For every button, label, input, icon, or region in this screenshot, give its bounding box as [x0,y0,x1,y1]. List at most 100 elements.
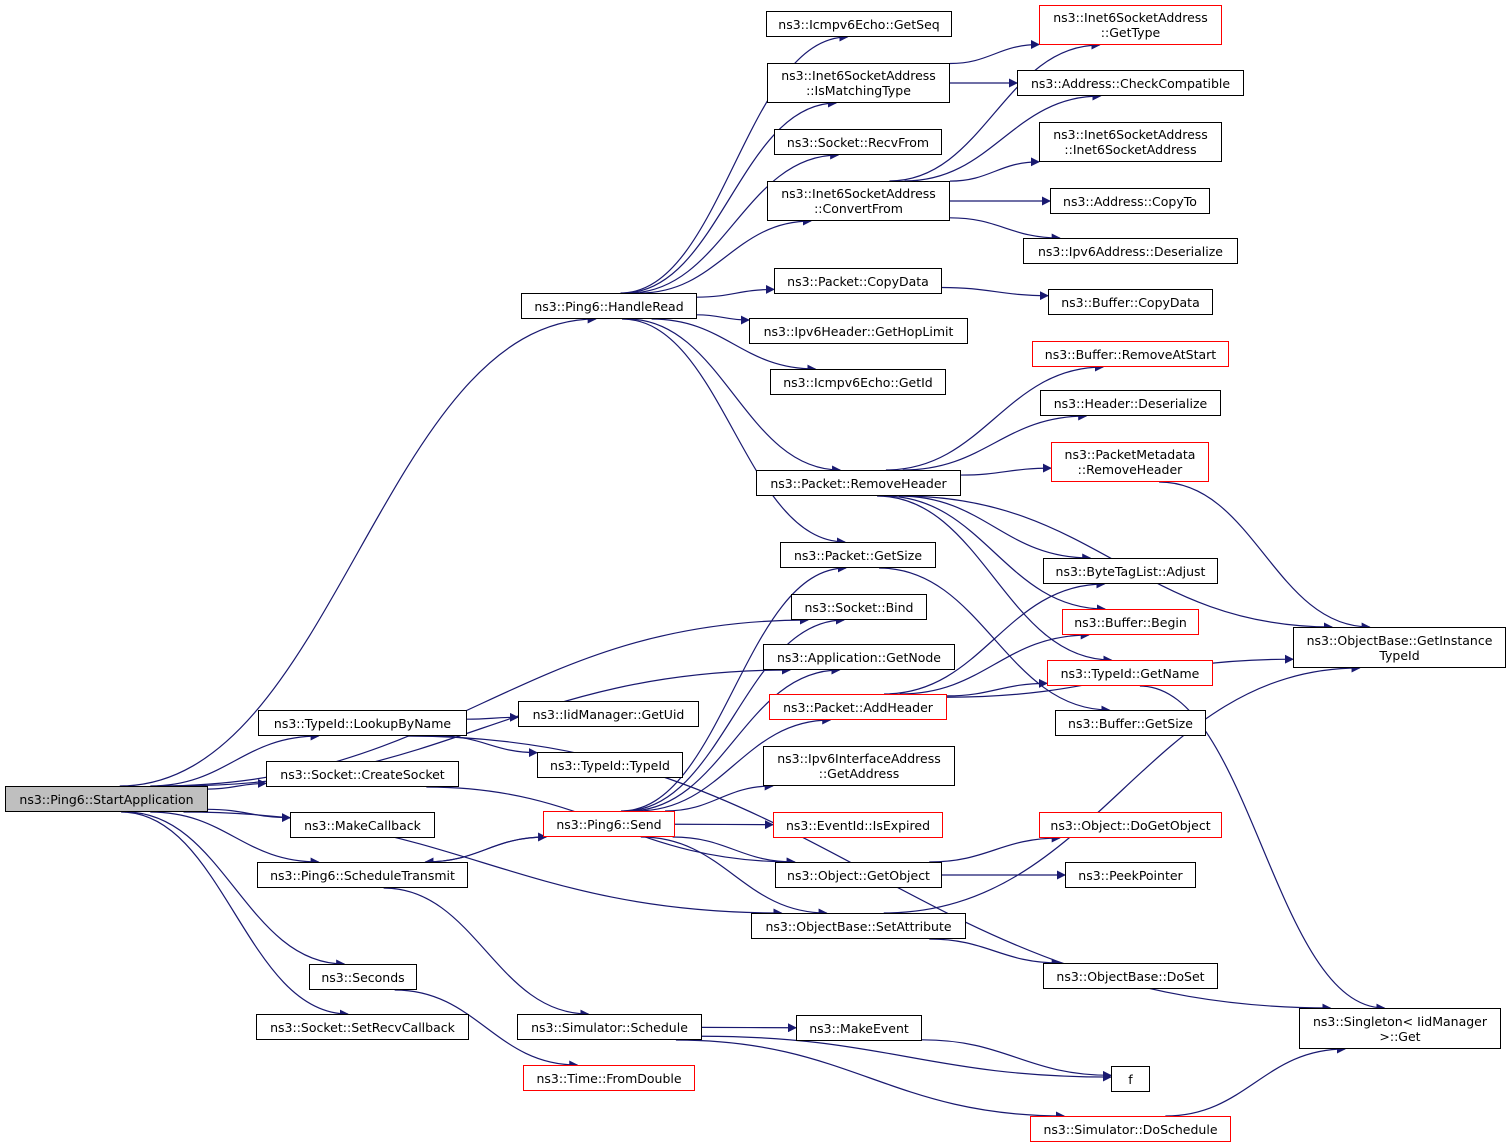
edge-handleread-to-getid [651,318,817,374]
node-fromdouble[interactable]: ns3::Time::FromDouble [523,1065,695,1091]
edge-handleread-to-ismatching [623,98,838,294]
edge-start-to-handleread [119,314,597,787]
node-removeatstart[interactable]: ns3::Buffer::RemoveAtStart [1032,341,1229,367]
node-doset[interactable]: ns3::ObjectBase::DoSet [1043,963,1218,989]
edge-ismatching-to-gettype [949,40,1040,65]
node-makeevent[interactable]: ns3::MakeEvent [796,1015,922,1041]
edge-send-to-getobject [672,836,796,867]
node-schedule[interactable]: ns3::Simulator::Schedule [517,1014,702,1040]
node-scheduletransmit[interactable]: ns3::Ping6::ScheduleTransmit [257,862,468,888]
edge-send-to-scheduletransmit [424,836,547,867]
node-bind[interactable]: ns3::Socket::Bind [791,594,927,620]
edge-handleread-to-removeheader [627,318,842,475]
edge-start-to-setrecvcallback [121,811,349,1019]
node-send[interactable]: ns3::Ping6::Send [543,811,675,837]
edge-start-to-lookupbyname [150,731,320,787]
node-setattribute[interactable]: ns3::ObjectBase::SetAttribute [751,913,966,939]
edge-typeidgetname-to-singletonget [1139,685,1386,1013]
node-lookupbyname[interactable]: ns3::TypeId::LookupByName [258,710,467,736]
node-copydata[interactable]: ns3::Packet::CopyData [774,268,942,294]
edge-seconds-to-fromdouble [394,989,579,1070]
edge-convertfrom-to-ipv6deser [949,217,1061,243]
edge-lookupbyname-to-getuid [466,712,519,722]
edge-removeheader-to-typeidgetname [877,495,1113,665]
edge-handleread-to-gethoplimit [696,314,750,325]
edge-handleread-to-convertfrom [639,216,812,294]
node-getuid[interactable]: ns3::IidManager::GetUid [518,701,699,727]
node-getinstancetypeid[interactable]: ns3::ObjectBase::GetInstance TypeId [1293,627,1506,668]
node-headerdeser[interactable]: ns3::Header::Deserialize [1040,390,1221,416]
edge-send-to-ipv6ifaddr [665,781,774,812]
edge-removeheader-to-pmremoveheader [960,463,1052,476]
node-addheader[interactable]: ns3::Packet::AddHeader [769,694,947,720]
node-seconds[interactable]: ns3::Seconds [309,964,417,990]
edge-handleread-to-copydata [696,284,775,298]
edge-scheduletransmit-to-schedule [383,887,590,1019]
edge-convertfrom-to-checkcompat [904,91,1102,182]
edge-start-to-createsocket [207,778,267,790]
node-handleread[interactable]: ns3::Ping6::HandleRead [521,293,697,319]
node-bufferbegin[interactable]: ns3::Buffer::Begin [1062,609,1199,635]
edge-addheader-to-bufferbegin [899,630,1090,695]
edge-start-to-bind [157,615,809,787]
edge-send-to-addheader [636,715,832,812]
node-ismatching[interactable]: ns3::Inet6SocketAddress ::IsMatchingType [767,63,950,103]
edge-start-to-setattribute [183,811,783,918]
edge-handleread-to-getsize [621,318,846,547]
edge-send-to-getsize [621,563,847,812]
edge-doschedule-to-singletonget [1165,1044,1346,1117]
node-f[interactable]: f [1111,1066,1150,1092]
node-getnode[interactable]: ns3::Application::GetNode [763,644,955,670]
node-buffergetsize[interactable]: ns3::Buffer::GetSize [1055,710,1206,736]
node-makecallback[interactable]: ns3::MakeCallback [290,812,435,838]
edge-copydata-to-buffercopydata [941,286,1049,301]
node-typeidgetname[interactable]: ns3::TypeId::GetName [1047,660,1213,686]
edge-handleread-to-recvfrom [628,150,840,294]
edge-getobject-to-dogetobject [929,833,1061,863]
node-ipv6deser[interactable]: ns3::Ipv6Address::Deserialize [1023,238,1238,264]
node-doschedule[interactable]: ns3::Simulator::DoSchedule [1030,1116,1231,1142]
node-peekpointer[interactable]: ns3::PeekPointer [1065,862,1196,888]
node-inet6ctor[interactable]: ns3::Inet6SocketAddress ::Inet6SocketAdd… [1039,122,1222,162]
edge-convertfrom-to-gettype [889,40,1101,182]
node-gettype[interactable]: ns3::Inet6SocketAddress ::GetType [1039,5,1222,45]
edge-makeevent-to-f [921,1039,1112,1080]
node-isexpired[interactable]: ns3::EventId::IsExpired [773,812,943,838]
edge-setattribute-to-doset [929,938,1061,968]
edge-start-to-scheduletransmit [150,811,320,867]
node-typeid[interactable]: ns3::TypeId::TypeId [537,752,683,778]
edge-schedule-to-f [701,1035,1112,1082]
node-getsize[interactable]: ns3::Packet::GetSize [780,542,936,568]
edge-schedule-to-doschedule [675,1039,1065,1121]
edge-addheader-to-typeidgetname [946,678,1048,697]
node-buffercopydata[interactable]: ns3::Buffer::CopyData [1048,289,1213,315]
node-addrcopyto[interactable]: ns3::Address::CopyTo [1050,188,1210,214]
edge-send-to-getnode [628,665,841,812]
edge-handleread-to-getseq [620,32,849,294]
node-checkcompat[interactable]: ns3::Address::CheckCompatible [1017,70,1244,96]
node-pmremoveheader[interactable]: ns3::PacketMetadata ::RemoveHeader [1051,442,1209,482]
node-bytetagadjust[interactable]: ns3::ByteTagList::Adjust [1043,558,1218,584]
node-getid[interactable]: ns3::Icmpv6Echo::GetId [770,369,946,395]
edge-start-to-seconds [125,811,346,969]
node-removeheader[interactable]: ns3::Packet::RemoveHeader [756,470,961,496]
node-getobject[interactable]: ns3::Object::GetObject [775,862,942,888]
edge-removeheader-to-headerdeser [902,411,1088,471]
node-convertfrom[interactable]: ns3::Inet6SocketAddress ::ConvertFrom [767,181,950,221]
node-singletonget[interactable]: ns3::Singleton< IidManager >::Get [1299,1008,1501,1049]
node-recvfrom[interactable]: ns3::Socket::RecvFrom [774,129,942,155]
node-gethoplimit[interactable]: ns3::Ipv6Header::GetHopLimit [749,318,968,344]
edge-removeheader-to-bufferbegin [883,495,1106,614]
node-setrecvcallback[interactable]: ns3::Socket::SetRecvCallback [256,1014,469,1040]
edge-removeheader-to-removeatstart [885,362,1104,471]
edge-addheader-to-bytetagadjust [884,579,1106,695]
edge-removeheader-to-bytetagadjust [898,495,1092,563]
node-dogetobject[interactable]: ns3::Object::DoGetObject [1039,812,1222,838]
node-createsocket[interactable]: ns3::Socket::CreateSocket [266,761,459,787]
edge-setattribute-to-getinstancetypeid [883,663,1361,914]
node-ipv6ifaddr[interactable]: ns3::Ipv6InterfaceAddress ::GetAddress [763,746,955,786]
node-getseq[interactable]: ns3::Icmpv6Echo::GetSeq [766,11,952,37]
node-start: ns3::Ping6::StartApplication [5,786,208,812]
